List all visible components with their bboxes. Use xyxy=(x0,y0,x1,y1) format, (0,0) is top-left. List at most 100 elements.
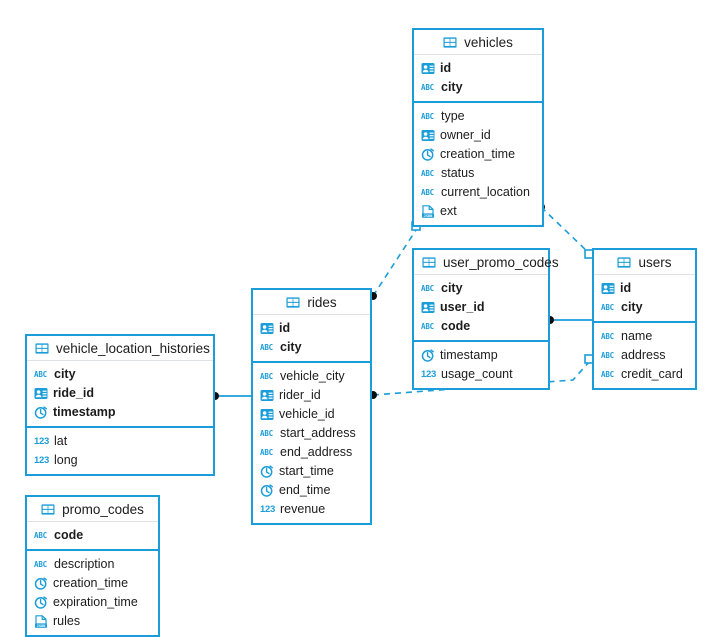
column-row[interactable]: id xyxy=(253,319,370,338)
relationship-line xyxy=(372,229,417,297)
table-grid-icon xyxy=(41,503,56,515)
column-name: rules xyxy=(53,614,81,628)
column-row[interactable]: creation_time xyxy=(414,145,542,164)
column-row[interactable]: owner_id xyxy=(414,126,542,145)
column-name: vehicle_id xyxy=(279,407,335,421)
id-card-icon xyxy=(421,62,435,75)
abc-icon: ABC xyxy=(601,303,614,312)
column-row[interactable]: id xyxy=(414,59,542,78)
svg-text:JSON: JSON xyxy=(37,624,46,628)
relationship-line xyxy=(540,206,590,254)
column-name: creation_time xyxy=(440,147,516,161)
column-row[interactable]: ABC city xyxy=(594,298,695,317)
clock-icon xyxy=(421,349,435,362)
column-row[interactable]: creation_time xyxy=(27,574,158,593)
column-row[interactable]: ride_id xyxy=(27,384,213,403)
table-header-vehicles[interactable]: vehicles xyxy=(414,30,542,55)
table-title: rides xyxy=(307,294,337,310)
table-grid-icon xyxy=(286,296,301,308)
table-header-rides[interactable]: rides xyxy=(253,290,370,315)
abc-icon: ABC xyxy=(260,448,273,457)
table-header-user_promo_codes[interactable]: user_promo_codes xyxy=(414,250,559,275)
column-name: expiration_time xyxy=(53,595,138,609)
table-title: vehicles xyxy=(464,34,513,50)
abc-icon: ABC xyxy=(260,343,273,352)
column-row[interactable]: id xyxy=(594,279,695,298)
column-name: long xyxy=(54,453,78,467)
id-card-icon xyxy=(601,282,615,295)
relationship-user-promo-codes-to-users[interactable] xyxy=(546,316,592,324)
table-header-vehicle_location_histories[interactable]: vehicle_location_histories xyxy=(27,336,213,361)
column-row[interactable]: end_time xyxy=(253,481,370,500)
column-row[interactable]: expiration_time xyxy=(27,593,158,612)
column-row[interactable]: rider_id xyxy=(253,386,370,405)
abc-icon: ABC xyxy=(34,531,47,540)
column-name: city xyxy=(621,300,643,314)
table-header-users[interactable]: users xyxy=(594,250,695,275)
column-name: usage_count xyxy=(441,367,513,381)
column-name: end_time xyxy=(279,483,331,497)
column-name: user_id xyxy=(440,300,485,314)
column-name: address xyxy=(621,348,666,362)
column-name: city xyxy=(280,340,302,354)
column-name: status xyxy=(441,166,475,180)
table-title: vehicle_location_histories xyxy=(56,340,210,356)
clock-icon xyxy=(34,577,48,590)
column-row[interactable]: vehicle_id xyxy=(253,405,370,424)
table-header-promo_codes[interactable]: promo_codes xyxy=(27,497,158,522)
clock-icon xyxy=(34,596,48,609)
relationship-vehicle-location-histories-to-rides[interactable] xyxy=(211,392,251,400)
column-row[interactable]: user_id xyxy=(414,298,548,317)
column-name: id xyxy=(279,321,291,335)
column-row[interactable]: JSON rules xyxy=(27,612,158,631)
column-row[interactable]: start_time xyxy=(253,462,370,481)
abc-icon: ABC xyxy=(601,332,614,341)
column-name: owner_id xyxy=(440,128,491,142)
column-name: city xyxy=(441,281,463,295)
column-name: city xyxy=(54,367,76,381)
column-row[interactable]: timestamp xyxy=(27,403,213,422)
table-grid-icon xyxy=(35,342,50,354)
id-card-icon xyxy=(421,301,435,314)
id-card-icon xyxy=(260,389,274,402)
123-icon: 123 xyxy=(34,436,49,447)
column-row[interactable]: timestamp xyxy=(414,346,548,365)
column-name: start_time xyxy=(279,464,334,478)
column-name: id xyxy=(440,61,452,75)
column-row[interactable]: ABC city xyxy=(253,338,370,357)
